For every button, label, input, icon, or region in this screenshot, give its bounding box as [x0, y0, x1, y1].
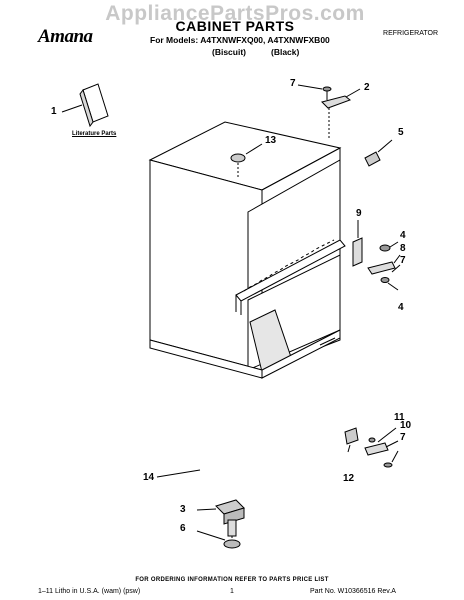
- callout-10: 10: [400, 420, 412, 431]
- bottom-hinge: [344, 427, 399, 468]
- page-title: CABINET PARTS: [175, 18, 295, 34]
- cabinet: [148, 121, 346, 379]
- callout-8: 8: [400, 243, 406, 254]
- callout-7-top: 7: [290, 78, 296, 89]
- literature-booklet: [79, 83, 109, 128]
- callout-11: 11: [394, 412, 405, 423]
- part-5-stop: [364, 139, 393, 167]
- callout-3: 3: [180, 504, 186, 515]
- watermark: AppliancePartsPros.com: [105, 2, 365, 25]
- callout-4-upper: 4: [400, 230, 406, 241]
- models-line: For Models: A4TXNWFXQ00, A4TXNWFXB00: [150, 35, 330, 45]
- center-hinge: [352, 220, 401, 291]
- callout-14: 14: [143, 472, 155, 483]
- callout-13: 13: [265, 135, 277, 146]
- brand-logo: Amana: [38, 26, 93, 47]
- callout-4-lower: 4: [398, 302, 404, 313]
- ordering-notice: FOR ORDERING INFORMATION REFER TO PARTS …: [135, 577, 329, 583]
- callout-12: 12: [343, 473, 355, 484]
- callout-6: 6: [180, 523, 186, 534]
- page-number: 1: [230, 588, 234, 595]
- category-label: REFRIGERATOR: [383, 30, 438, 37]
- callout-9: 9: [356, 208, 362, 219]
- callout-7-bottom: 7: [400, 432, 406, 443]
- callout-5: 5: [398, 127, 404, 138]
- callout-1: 1: [51, 106, 57, 117]
- variant-biscuit: (Biscuit): [212, 47, 246, 57]
- top-hinge: [297, 84, 361, 140]
- leader-lines: [61, 104, 201, 478]
- part-number: Part No. W10366516 Rev.A: [310, 588, 396, 595]
- litho-info: 1–11 Litho in U.S.A. (wam) (psw): [38, 588, 141, 595]
- literature-parts-label: Literature Parts: [72, 131, 117, 137]
- part-13-plug: [230, 143, 263, 178]
- leveling-leg: [196, 499, 245, 549]
- callout-7-center: 7: [400, 255, 406, 266]
- variant-black: (Black): [271, 47, 300, 57]
- callout-2: 2: [364, 82, 370, 93]
